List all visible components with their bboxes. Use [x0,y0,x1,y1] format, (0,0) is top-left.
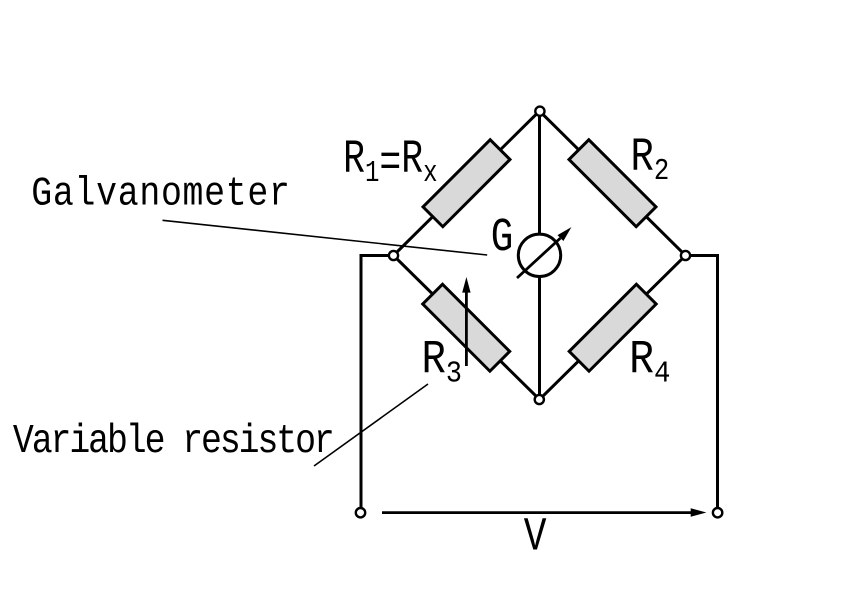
svg-text:Galvanometer: Galvanometer [31,171,290,217]
svg-text:V: V [524,510,547,564]
svg-text:G: G [491,211,514,264]
svg-text:Variable resistor: Variable resistor [13,419,333,465]
svg-text:R2: R2 [631,131,670,189]
svg-text:R3: R3 [422,334,462,391]
svg-text:R1=Rx: R1=Rx [343,133,437,191]
svg-text:R4: R4 [629,334,670,391]
